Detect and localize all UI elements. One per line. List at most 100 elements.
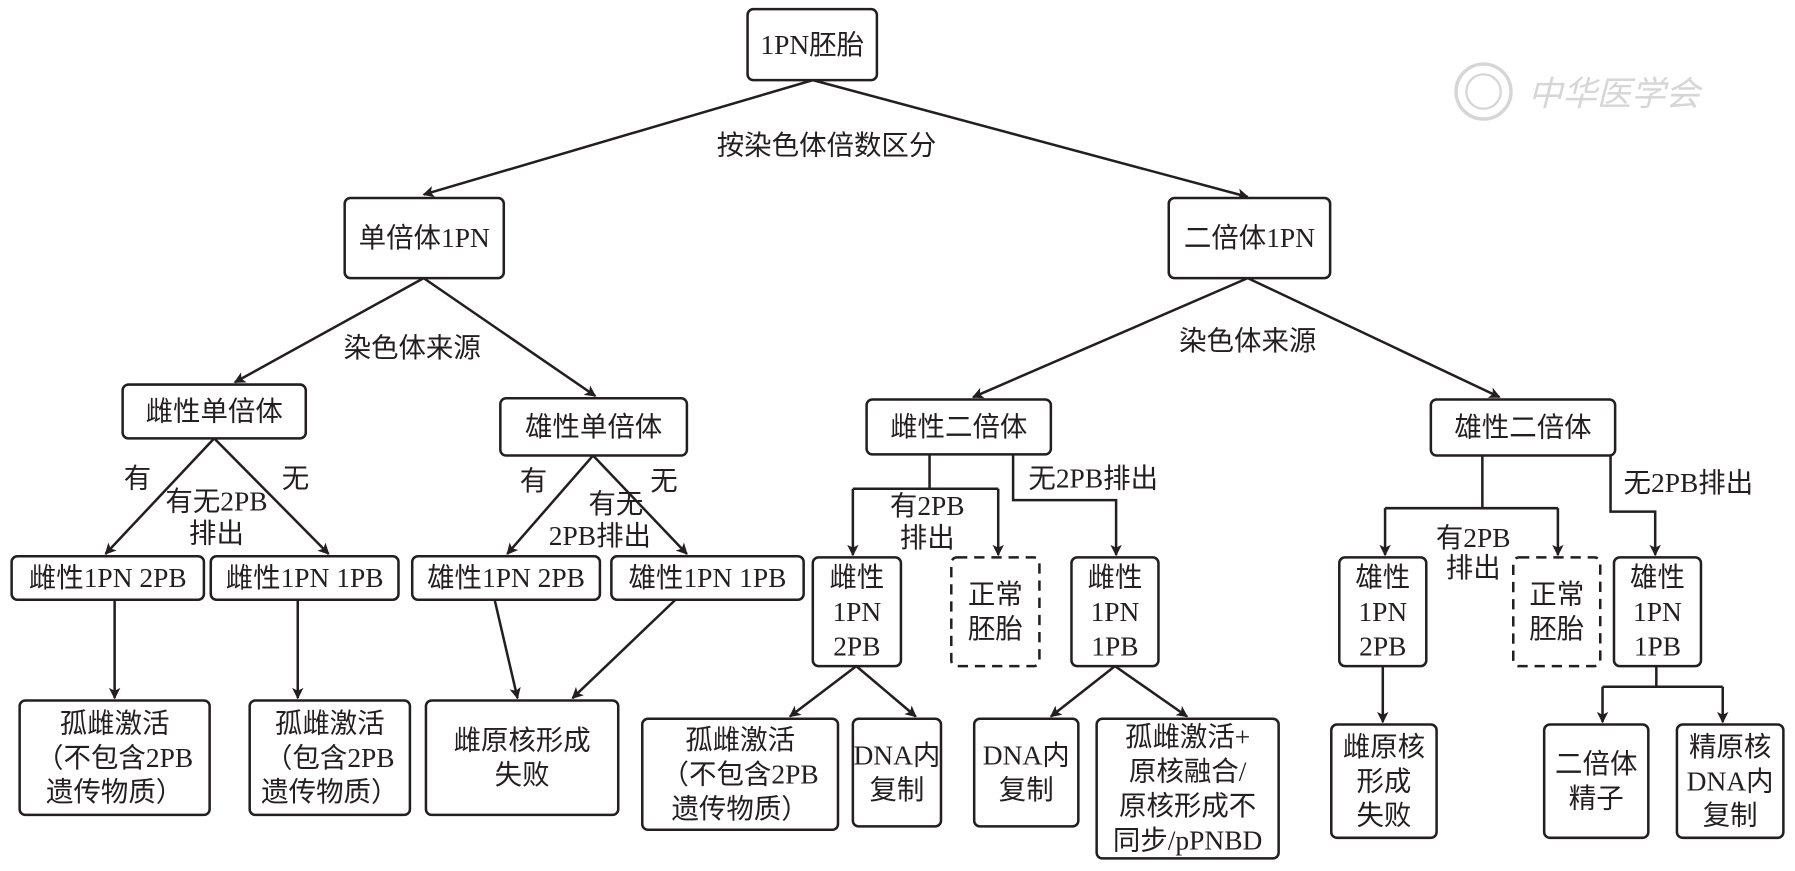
node-box	[1675, 723, 1785, 840]
watermark-logo: 中华医学会	[1454, 62, 1703, 121]
node-box	[499, 397, 689, 457]
node-text: 雌原核形成	[453, 726, 590, 756]
edge-label: 无	[650, 466, 677, 496]
node-box	[1429, 398, 1617, 457]
node-text: DNA内	[1687, 766, 1774, 796]
node-text: 复制	[999, 775, 1054, 805]
node-haploid: 单倍体1PN	[343, 196, 506, 280]
node-text: 孤雌激活+	[1125, 722, 1250, 752]
node-text: 同步/pPNBD	[1113, 825, 1263, 855]
node-text: 1PB	[1634, 631, 1681, 661]
node-text: 二倍体	[1555, 749, 1637, 779]
node-diploid: 二倍体1PN	[1167, 196, 1332, 280]
node-root: 1PN胚胎	[746, 7, 879, 82]
node-box	[811, 556, 903, 668]
node-box	[18, 699, 211, 817]
edge-label: 2PB排出	[549, 521, 651, 551]
node-box	[746, 7, 879, 82]
node-text: 正常	[968, 580, 1023, 610]
edge-label: 有	[520, 466, 547, 496]
edge-label: 染色体来源	[1179, 326, 1316, 356]
node-box	[121, 383, 308, 440]
node-box	[1095, 717, 1280, 860]
node-text: 雌性二倍体	[890, 412, 1027, 442]
node-box	[865, 398, 1053, 456]
node-box	[424, 699, 620, 817]
node-text: 雄性单倍体	[525, 412, 662, 442]
edge-label: 无2PB排出	[1028, 464, 1158, 494]
node-text: 复制	[869, 775, 924, 805]
edge-label: 排出	[1446, 553, 1501, 583]
node-text: 原核融合/	[1129, 757, 1247, 787]
node-text: 失败	[1356, 801, 1411, 831]
arrow-connector	[592, 454, 688, 555]
node-box	[1330, 723, 1438, 840]
node-text: 遗传物质）	[46, 777, 183, 807]
node-text: 失败	[495, 760, 550, 790]
edge-label: 有	[124, 464, 151, 494]
node-text: 1PN	[1358, 597, 1407, 627]
node-text: DNA内	[853, 741, 940, 771]
arrow-connector	[1011, 454, 1122, 557]
node-box	[972, 717, 1080, 828]
node-box	[1612, 556, 1703, 668]
node-text: 精子	[1569, 783, 1624, 813]
node-m1: 雄性1PN 2PB	[410, 554, 602, 602]
node-text: 正常	[1529, 580, 1584, 610]
arrow-connector	[233, 277, 425, 384]
node-text: 原核形成不	[1119, 791, 1256, 821]
arrow-connector	[422, 78, 814, 198]
node-text: （不包含2PB	[662, 759, 819, 789]
node-box	[248, 699, 412, 817]
node-f-dip: 雌性二倍体	[865, 398, 1053, 456]
arrow-connector	[1114, 665, 1189, 718]
node-box	[950, 556, 1041, 668]
node-m-hap: 雄性单倍体	[499, 397, 689, 457]
edge-label: 有2PB	[1436, 523, 1511, 553]
node-text: 孤雌激活	[685, 725, 795, 755]
node-text: DNA内	[983, 741, 1070, 771]
edge-label: 染色体来源	[344, 333, 481, 363]
node-m2: 雄性1PN 1PB	[610, 554, 805, 602]
node-text: 精原核	[1689, 732, 1771, 762]
node-text: 胚胎	[968, 614, 1023, 644]
node-box	[410, 554, 602, 602]
node-box	[10, 554, 206, 602]
node-text: 1PB	[1091, 631, 1138, 661]
arrow-connector	[1049, 665, 1116, 718]
node-text: 雌性	[1088, 563, 1143, 593]
node-f1: 雌性1PN 2PB	[10, 554, 206, 602]
arrow-connector	[571, 598, 677, 700]
node-text: 二倍体1PN	[1184, 223, 1315, 253]
arrow-connector	[855, 665, 917, 718]
edges	[104, 78, 1729, 724]
edge-label: 有无	[588, 489, 643, 519]
node-text: 复制	[1703, 801, 1758, 831]
node-text: 1PN胚胎	[760, 30, 864, 60]
arrow-connector	[506, 454, 594, 555]
node-text: 1PN	[832, 597, 881, 627]
node-text: 雄性	[1630, 563, 1685, 593]
node-text: 孤雌激活	[275, 709, 385, 739]
node-box	[1542, 723, 1650, 840]
node-text: 雌性1PN 2PB	[29, 563, 187, 593]
arrow-connector	[104, 437, 216, 555]
node-text: 2PB	[1359, 631, 1406, 661]
edge-label: 有2PB	[890, 491, 965, 521]
node-f-hap: 雌性单倍体	[121, 383, 308, 440]
arrow-connector	[1247, 276, 1501, 399]
node-box	[851, 717, 943, 828]
arrow-connector	[493, 599, 521, 700]
node-box	[1167, 196, 1332, 280]
edge-label: 有无2PB	[165, 486, 267, 516]
